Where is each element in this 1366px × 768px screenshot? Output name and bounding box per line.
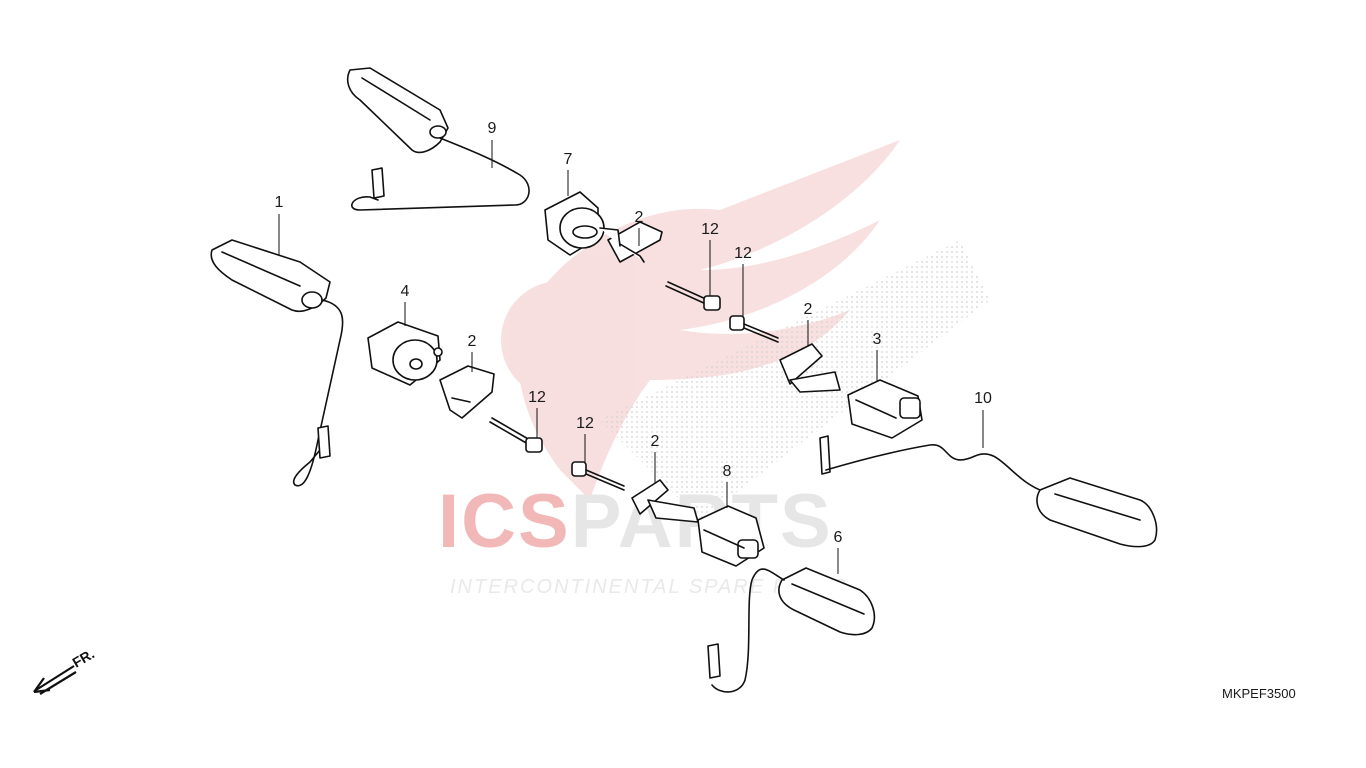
- diagram-code: MKPEF3500: [1222, 686, 1296, 701]
- bolt-part-12c: [489, 417, 543, 453]
- callout-12b: 12: [734, 245, 752, 262]
- collar-part-2c: [779, 343, 841, 393]
- callout-8: 8: [722, 463, 732, 480]
- winker-part-9: [346, 67, 530, 211]
- watermark-text: ICSPARTS: [438, 479, 831, 564]
- callout-2b: 2: [467, 333, 477, 350]
- winker-part-1: [210, 239, 344, 487]
- callout-10: 10: [974, 390, 992, 407]
- grommet-part-4: [367, 321, 443, 386]
- callout-2d: 2: [650, 433, 660, 450]
- callout-7: 7: [563, 151, 573, 168]
- callout-12a: 12: [701, 221, 719, 238]
- bolt-part-12a: [665, 281, 721, 311]
- callout-3: 3: [872, 331, 882, 348]
- winker-part-6: [707, 567, 876, 693]
- callout-2c: 2: [803, 301, 813, 318]
- collar-part-2d: [631, 479, 699, 523]
- collar-part-2b: [439, 365, 495, 419]
- winker-part-10: [819, 435, 1158, 548]
- socket-part-3: [847, 379, 923, 439]
- collar-part-2a: [599, 221, 663, 263]
- front-arrow-icon: [33, 665, 77, 695]
- socket-part-8: [697, 505, 765, 567]
- bolt-part-12b: [729, 315, 779, 343]
- bolt-part-12d: [571, 461, 625, 491]
- grommet-part-7: [544, 191, 605, 256]
- callout-2a: 2: [634, 209, 644, 226]
- callout-1: 1: [274, 194, 284, 211]
- callout-4: 4: [400, 283, 410, 300]
- watermark-subtext: INTERCONTINENTAL SPARE PARTS: [450, 576, 848, 598]
- callout-9: 9: [487, 120, 497, 137]
- callout-12c: 12: [528, 389, 546, 406]
- callout-12d: 12: [576, 415, 594, 432]
- callout-6: 6: [833, 529, 843, 546]
